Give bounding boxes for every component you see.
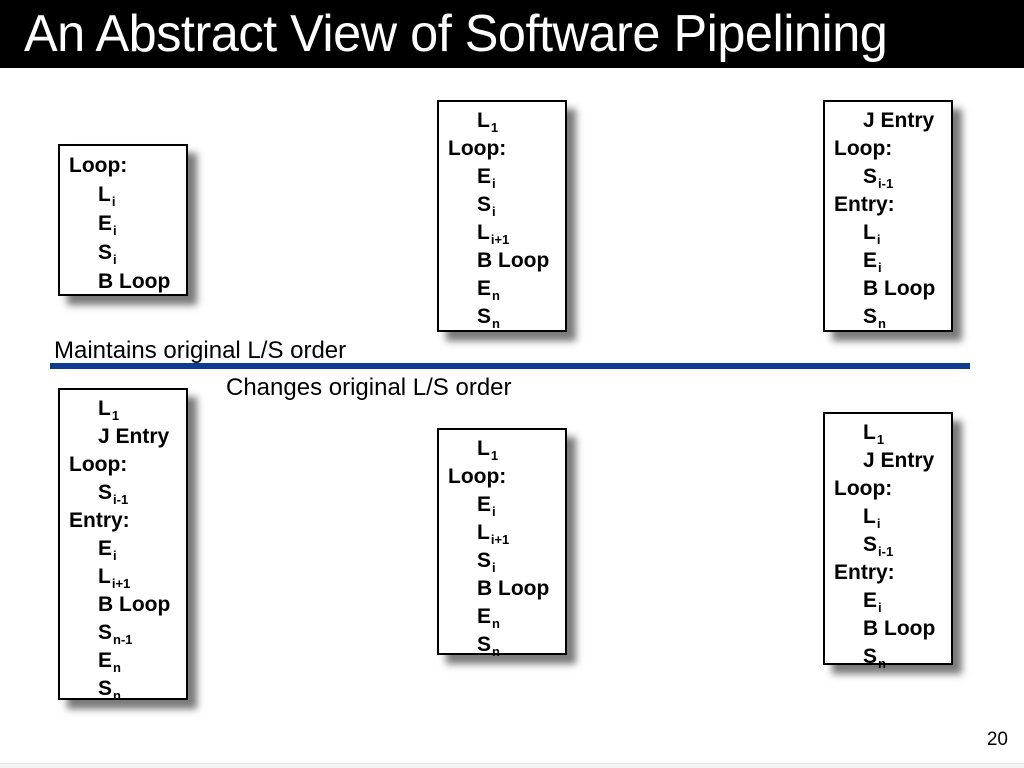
- code-line: Entry:: [834, 561, 895, 584]
- code-line: Entry:: [69, 509, 130, 532]
- code-line: B Loop: [477, 577, 550, 600]
- code-line: Loop:: [69, 453, 128, 476]
- code-line: Sn: [477, 633, 500, 659]
- code-line: Loop:: [834, 477, 893, 500]
- title-bar: An Abstract View of Software Pipelining: [0, 0, 1024, 68]
- code-line: Loop:: [448, 137, 507, 160]
- code-line: Ei: [98, 537, 117, 563]
- code-line: Li: [863, 221, 881, 247]
- page-number: 20: [986, 729, 1008, 750]
- code-line: Ei: [863, 589, 882, 615]
- code-line: L1: [477, 437, 499, 463]
- code-line: Si-1: [98, 481, 129, 507]
- code-line: Loop:: [69, 154, 128, 177]
- code-line: J Entry: [863, 449, 935, 472]
- divider-line: [50, 363, 970, 369]
- code-line: Ei: [863, 249, 882, 275]
- code-line: Loop:: [448, 465, 507, 488]
- code-line: B Loop: [477, 249, 550, 272]
- code-line: J Entry: [98, 425, 170, 448]
- code-line: B Loop: [863, 617, 936, 640]
- maintains-order-label: Maintains original L/S order: [54, 337, 347, 364]
- code-line: Ei: [477, 493, 496, 519]
- code-line: Sn: [863, 305, 886, 331]
- code-line: Si: [477, 549, 496, 575]
- slide-title: An Abstract View of Software Pipelining: [24, 5, 888, 63]
- code-line: B Loop: [863, 277, 936, 300]
- code-line: Sn: [477, 305, 500, 331]
- code-line: Li: [98, 183, 116, 209]
- code-line: Sn: [98, 677, 121, 703]
- code-line: Loop:: [834, 137, 893, 160]
- code-line: Li+1: [477, 221, 510, 247]
- code-line: L1: [477, 109, 499, 135]
- code-line: En: [477, 605, 500, 631]
- code-line: Li: [863, 505, 881, 531]
- code-line: J Entry: [863, 109, 935, 132]
- code-line: Li+1: [98, 565, 131, 591]
- code-line: Sn: [863, 645, 886, 671]
- code-line: Si: [98, 241, 117, 267]
- bottom-edge-strip: [0, 763, 1024, 768]
- code-line: En: [477, 277, 500, 303]
- code-line: Sn-1: [98, 621, 133, 647]
- changes-order-label: Changes original L/S order: [226, 374, 512, 401]
- code-line: Si-1: [863, 533, 894, 559]
- code-line: B Loop: [98, 593, 171, 616]
- code-line: En: [98, 649, 121, 675]
- code-line: Si: [477, 193, 496, 219]
- code-line: B Loop: [98, 270, 171, 293]
- code-line: Ei: [477, 165, 496, 191]
- code-line: Entry:: [834, 193, 895, 216]
- code-line: L1: [98, 397, 120, 423]
- code-line: Ei: [98, 212, 117, 238]
- code-line: L1: [863, 421, 885, 447]
- code-line: Li+1: [477, 521, 510, 547]
- code-line: Si-1: [863, 165, 894, 191]
